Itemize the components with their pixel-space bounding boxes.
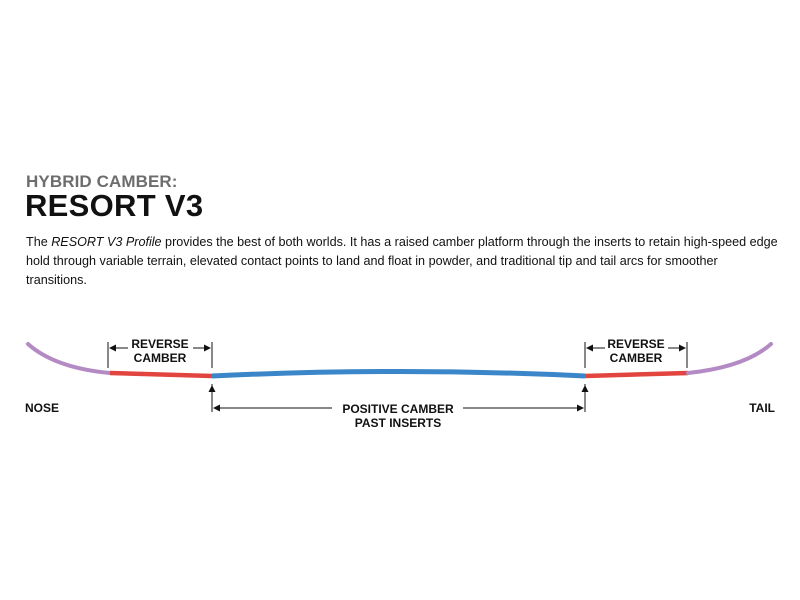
nose-label: NOSE (25, 401, 59, 415)
reverse-camber-left-segment (109, 370, 213, 379)
description-lead: The (26, 235, 52, 249)
tail-label: TAIL (749, 401, 775, 415)
left-zone-label-line2: CAMBER (134, 351, 187, 365)
center-zone-label-line2: PAST INSERTS (355, 416, 441, 430)
right-reverse-camber-bracket (584, 342, 688, 368)
profile-description: The RESORT V3 Profile provides the best … (26, 233, 778, 290)
camber-profile-diagram: REVERSE CAMBER REVERSE CAMBER POSITIVE C… (25, 337, 775, 430)
center-zone-label-line1: POSITIVE CAMBER (342, 402, 454, 416)
tail-tip-segment (686, 342, 773, 375)
right-zone-label-line1: REVERSE (607, 337, 664, 351)
page-title: RESORT V3 (25, 188, 204, 223)
positive-camber-segment (211, 369, 586, 379)
description-emphasis: RESORT V3 Profile (51, 235, 162, 249)
profile-category: HYBRID CAMBER: (26, 172, 178, 191)
left-zone-label-line1: REVERSE (131, 337, 188, 351)
description-body: provides the best of both worlds. It has… (26, 235, 778, 287)
reverse-camber-right-segment (584, 370, 689, 379)
left-reverse-camber-bracket (107, 342, 213, 368)
positive-camber-span (208, 384, 589, 412)
right-zone-label-line2: CAMBER (610, 351, 663, 365)
nose-tip-segment (26, 342, 112, 375)
